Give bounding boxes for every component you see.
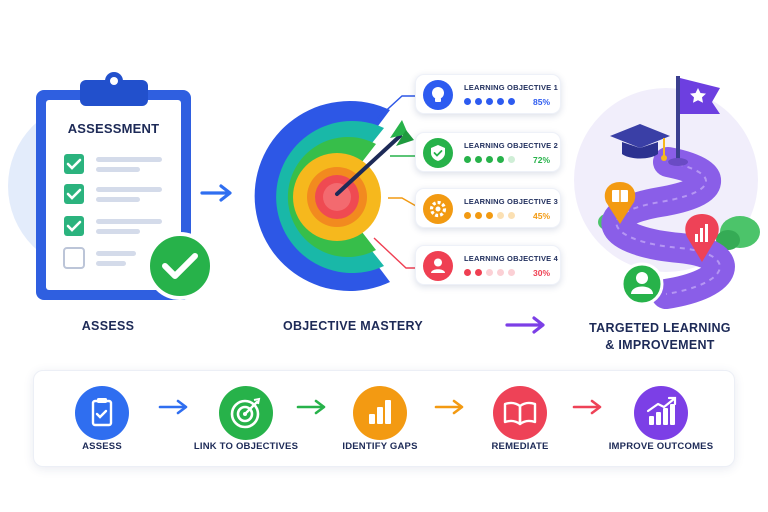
objective-progress-dots [464,269,519,277]
arrow-right-icon [505,316,545,334]
lightbulb-icon [423,80,453,110]
targeted-learning-label-line1: TARGETED LEARNING [589,321,731,335]
step-label-assess: ASSESS [82,441,122,452]
arrow-right-icon [158,399,188,415]
step-label-link-to-objectives: LINK TO OBJECTIVES [193,441,299,452]
objective-card-4[interactable]: LEARNING OBJECTIVE 4 30% [415,245,561,285]
person-icon [423,251,453,281]
targeted-learning-label-line2: & IMPROVEMENT [605,338,715,352]
objective-title: LEARNING OBJECTIVE 4 [464,254,559,263]
assess-section-label: ASSESS [81,319,135,333]
objective-card-2[interactable]: LEARNING OBJECTIVE 2 72% [415,132,561,172]
clipboard-icon [8,72,214,300]
assessment-illustration: ASSESSMENT [8,68,233,308]
arrow-right-icon [572,399,602,415]
objective-progress-dots [464,98,519,106]
objective-mastery-label: OBJECTIVE MASTERY [282,319,424,333]
bar-chart-icon[interactable] [353,386,407,440]
targeted-learning-label: TARGETED LEARNING & IMPROVEMENT [575,320,745,354]
clipboard-check-icon[interactable] [75,386,129,440]
target-icon[interactable] [219,386,273,440]
objective-card-3[interactable]: LEARNING OBJECTIVE 3 45% [415,188,561,228]
objective-title: LEARNING OBJECTIVE 1 [464,83,559,92]
growth-chart-icon[interactable] [634,386,688,440]
objective-percent: 72% [532,155,550,165]
learning-path-illustration [574,76,760,309]
step-label-improve-outcomes: IMPROVE OUTCOMES [608,441,714,452]
objective-card-1[interactable]: LEARNING OBJECTIVE 1 85% [415,74,561,114]
arrow-right-icon [296,399,326,415]
assessment-board-title: ASSESSMENT [67,121,160,136]
objective-progress-dots [464,212,519,220]
objective-progress-dots [464,156,519,164]
arrow-right-icon [200,184,232,202]
objective-percent: 30% [532,268,550,278]
objective-percent: 45% [532,211,550,221]
arrow-right-icon [434,399,464,415]
step-label-identify-gaps: IDENTIFY GAPS [342,441,418,452]
gear-icon [423,194,453,224]
objective-title: LEARNING OBJECTIVE 3 [464,197,559,206]
shield-check-icon [423,138,453,168]
step-label-remediate: REMEDIATE [491,441,549,452]
objective-title: LEARNING OBJECTIVE 2 [464,141,559,150]
book-icon[interactable] [493,386,547,440]
target-illustration [254,95,417,292]
objective-percent: 85% [532,97,550,107]
